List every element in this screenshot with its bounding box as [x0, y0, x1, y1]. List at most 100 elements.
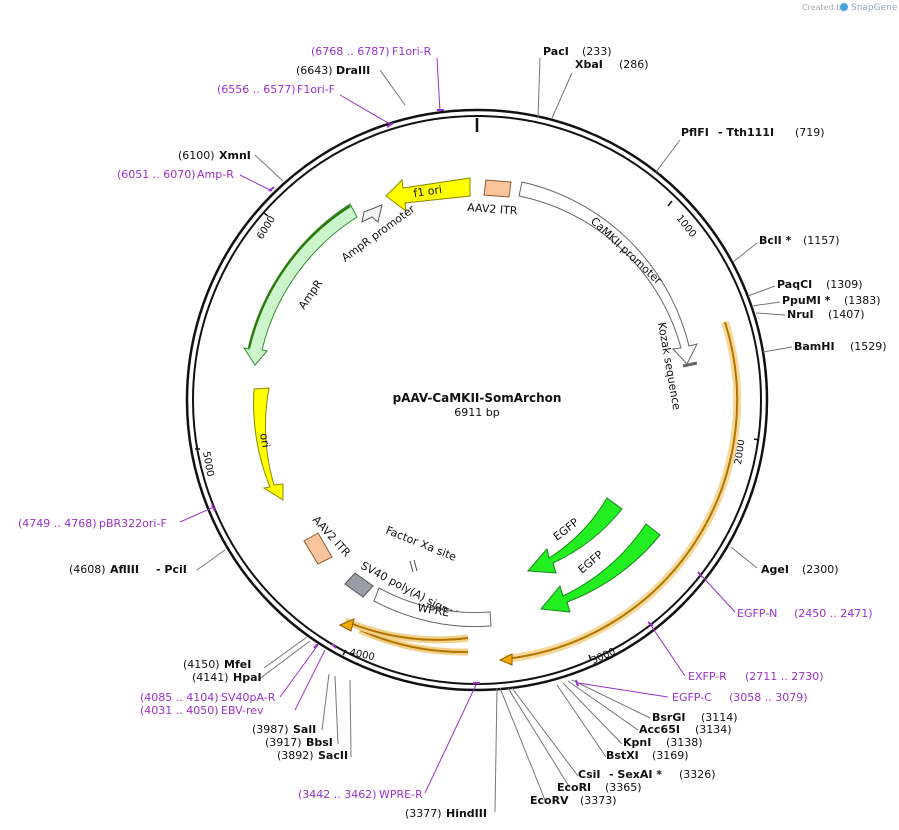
primer-range: (4085 .. 4104): [140, 691, 219, 704]
site-hindIII[interactable]: (3377) HindIII: [405, 807, 487, 820]
primer-range: (6768 .. 6787): [311, 45, 390, 58]
site-name: BamHI: [794, 340, 835, 353]
site-pos: (1309): [826, 278, 863, 291]
site-kpnI[interactable]: KpnI (3138): [623, 736, 703, 749]
site-ageI[interactable]: AgeI (2300): [761, 563, 839, 576]
site-bamHI[interactable]: BamHI (1529): [794, 340, 887, 353]
primer-f1ori-f[interactable]: (6556 .. 6577) F1ori-F: [217, 83, 335, 96]
primer-wpre-r[interactable]: (3442 .. 3462) WPRE-R: [298, 788, 423, 801]
feature-egfp-2[interactable]: [540, 523, 661, 613]
site-pos: (6643): [296, 64, 333, 77]
feature-camkii-promoter[interactable]: [518, 181, 698, 365]
feature-label-wpre: WPRE: [416, 601, 450, 619]
primer-name: EBV-rev: [221, 704, 264, 717]
site-pos: (3373): [580, 794, 617, 807]
site-draIII[interactable]: (6643) DraIII: [296, 64, 370, 77]
plasmid-name: pAAV-CaMKII-SomArchon: [393, 391, 562, 405]
feature-sv40-polya[interactable]: [344, 572, 374, 598]
site-name: SacII: [318, 749, 348, 762]
site-name: DraIII: [336, 64, 370, 77]
feature-label-camkii-promoter: CaMKII promoter: [588, 215, 665, 288]
site-pos: (4150): [183, 658, 220, 671]
feature-orange-arc-right-glow: [504, 320, 742, 663]
primer-f1ori-r[interactable]: (6768 .. 6787) F1ori-R: [311, 45, 432, 58]
primer-amp-r[interactable]: (6051 .. 6070) Amp-R: [117, 168, 234, 181]
feature-ori[interactable]: [253, 387, 284, 501]
site-name: KpnI: [623, 736, 651, 749]
primer-egfp-c[interactable]: EGFP-C (3058 .. 3079): [672, 691, 808, 704]
site-pos: (3326): [679, 768, 716, 781]
feature-kozak[interactable]: [682, 361, 698, 368]
site-name: PaqCI: [777, 278, 812, 291]
feature-orange-arc-right[interactable]: [504, 321, 739, 660]
feature-aav2-itr-top[interactable]: [483, 179, 512, 198]
primer-sv40pa-r[interactable]: (4085 .. 4104) SV40pA-R: [140, 691, 276, 704]
site-aflIII[interactable]: (4608) AflIII - PciI: [69, 563, 187, 576]
site-pos: (2300): [802, 563, 839, 576]
tick-label-5000: 5000: [200, 451, 215, 478]
feature-orange-arc-outer[interactable]: [359, 629, 469, 654]
primer-exfp-r[interactable]: EXFP-R (2711 .. 2730): [688, 670, 824, 683]
site-mfeI[interactable]: (4150) MfeI: [183, 658, 251, 671]
site-bsrGI[interactable]: BsrGI (3114): [652, 711, 738, 724]
site-pos: (3114): [701, 711, 738, 724]
site-name: BclI *: [759, 234, 792, 247]
site-pos: (3917): [265, 736, 302, 749]
primer-range: (3442 .. 3462): [298, 788, 377, 801]
feature-label-f1-ori: f1 ori: [413, 183, 443, 200]
primer-range: (4031 .. 4050): [140, 704, 219, 717]
feature-f1-ori[interactable]: [385, 177, 471, 213]
site-name: BsrGI: [652, 711, 685, 724]
site-ecoRI[interactable]: EcoRI (3365): [557, 781, 642, 794]
feature-wpre[interactable]: [373, 587, 492, 628]
feature-ampr-promoter[interactable]: [361, 204, 383, 223]
site-acc65I[interactable]: Acc65I (3134): [639, 723, 732, 736]
site-pos: (4141): [192, 671, 229, 684]
primer-range: (4749 .. 4768): [18, 517, 97, 530]
feature-label-factor-xa: Factor Xa site: [384, 524, 458, 564]
site-csiI[interactable]: CsiI - SexAI * (3326): [578, 768, 716, 781]
site-paqCI[interactable]: PaqCI (1309): [777, 278, 863, 291]
site-pos: (3987): [252, 723, 289, 736]
tick-4000: [342, 649, 347, 656]
site-ecoRV[interactable]: EcoRV (3373): [530, 794, 617, 807]
primer-range: (6051 .. 6070): [117, 168, 196, 181]
site-extra: - Tth111I: [718, 126, 774, 139]
site-pflFI[interactable]: PflFI - Tth111I (719): [681, 126, 825, 139]
site-xmnI[interactable]: (6100) XmnI: [178, 149, 251, 162]
site-hpaI[interactable]: (4141) HpaI: [192, 671, 262, 684]
site-name: SalI: [293, 723, 316, 736]
primer-marks: [211, 109, 703, 687]
site-pos: (3169): [652, 749, 689, 762]
primer-pbr322ori-f[interactable]: (4749 .. 4768) pBR322ori-F: [18, 517, 167, 530]
backbone-outer: [185, 108, 769, 692]
site-name: AflIII: [110, 563, 139, 576]
site-sacII[interactable]: (3892) SacII: [277, 749, 348, 762]
site-bbsI[interactable]: (3917) BbsI: [265, 736, 333, 749]
site-pos: (1383): [844, 294, 881, 307]
site-salI[interactable]: (3987) SalI: [252, 723, 316, 736]
site-xbaI[interactable]: XbaI (286): [575, 58, 649, 71]
primer-name: F1ori-R: [392, 45, 432, 58]
feature-egfp-1[interactable]: [526, 497, 623, 574]
primer-egfp-n[interactable]: EGFP-N (2450 .. 2471): [737, 607, 873, 620]
plasmid-size: 6911 bp: [454, 406, 499, 419]
feature-aav2-itr-bottom[interactable]: [303, 532, 333, 565]
feature-label-ori: ori: [257, 432, 272, 448]
tick-1000: [667, 200, 673, 207]
feature-ampr-strand: [247, 204, 351, 349]
site-nruI[interactable]: NruI (1407): [787, 308, 865, 321]
site-name: AgeI: [761, 563, 789, 576]
site-pacI[interactable]: PacI (233): [543, 45, 612, 58]
snapgene-brand: SnapGene: [851, 3, 898, 13]
site-bclI[interactable]: BclI * (1157): [759, 234, 840, 247]
site-leaders: [196, 57, 793, 813]
feature-orange-arc-inner[interactable]: [349, 622, 469, 641]
feature-factor-xa[interactable]: [409, 560, 414, 573]
site-bstXI[interactable]: BstXI (3169): [606, 749, 689, 762]
primer-ebv-rev[interactable]: (4031 .. 4050) EBV-rev: [140, 704, 264, 717]
site-ppuMI[interactable]: PpuMI * (1383): [782, 294, 881, 307]
site-pos: (1157): [803, 234, 840, 247]
site-pos: (286): [619, 58, 649, 71]
site-pos: (1407): [828, 308, 865, 321]
